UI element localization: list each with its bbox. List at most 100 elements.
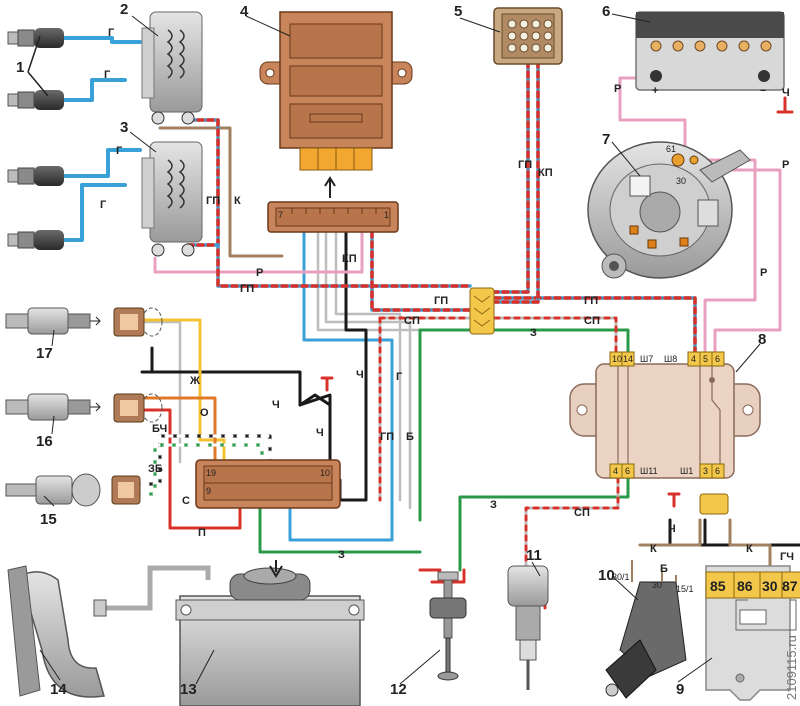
label-ignition-coil-lower: 3 [120, 119, 128, 136]
switch-unit-pins [609, 351, 725, 479]
switch-unit [569, 363, 761, 479]
diagnostic-connector [493, 7, 563, 65]
pin-label: 30 [676, 176, 686, 186]
generator [587, 141, 751, 279]
wire-label: Ч [782, 87, 790, 99]
wire-label: СП [404, 315, 420, 327]
wire-label: Ч [668, 523, 676, 535]
pin-label: 19 [206, 468, 216, 478]
pin-label: 61 [666, 144, 676, 154]
wire-label: З [338, 549, 345, 561]
relay [705, 565, 797, 701]
wire-label: ГП [434, 295, 448, 307]
pin-label: 6 [715, 354, 720, 364]
pin-label: 5 [703, 354, 708, 364]
pin-label: 14 [623, 354, 633, 364]
wire-label: Р [614, 83, 621, 95]
pin-label: 4 [613, 466, 618, 476]
wire-label: ГЧ [780, 551, 794, 563]
wire-label: БЧ [152, 423, 167, 435]
carburetor [175, 560, 365, 706]
wire-labels: Г Г Г Г ГП К Р ГП КП ГП КП Р Ч Р Р ГП ГП… [100, 27, 794, 575]
relay-terminal-30: 30 [762, 578, 778, 594]
watermark: 2109115.ru [784, 635, 799, 700]
wire-label: КП [538, 167, 553, 179]
wire-label: Г [116, 145, 123, 157]
limit-switch [429, 571, 467, 681]
wires [60, 36, 800, 610]
pin-label: 4 [691, 354, 696, 364]
label-sensor-16: 16 [36, 433, 53, 450]
connector-label: Ш1 [680, 466, 693, 476]
ignition-switch [605, 560, 687, 699]
wire-label: Б [660, 563, 668, 575]
green-wires [258, 328, 630, 572]
label-ignition-coil-upper: 2 [120, 1, 128, 18]
label-spark-plugs: 1 [16, 59, 24, 76]
relay-terminal-85: 85 [710, 578, 726, 594]
switch-terminal: 30 [652, 580, 662, 590]
battery [635, 11, 785, 91]
pin-label: 9 [206, 486, 211, 496]
wire-label: К [234, 195, 241, 207]
wire-label: П [198, 527, 206, 539]
connector-label: Ш7 [640, 354, 653, 364]
connector-label: Ш8 [664, 354, 677, 364]
label-sensor-15: 15 [40, 511, 57, 528]
wire-label: ЗБ [148, 463, 163, 475]
pin-labels: 7 1 19 10 9 10 14 Ш7 Ш8 4 5 6 4 6 Ш11 Ш1… [206, 85, 798, 594]
wire-label: Г [396, 371, 403, 383]
battery-minus: − [760, 85, 766, 97]
label-generator: 7 [602, 131, 610, 148]
intake-pipe [7, 565, 211, 698]
label-ignition-switch: 10 [598, 567, 615, 584]
pin-label: 1 [384, 210, 389, 220]
wire-label: ГП [584, 295, 598, 307]
spark-plug [7, 230, 64, 250]
sensor-17 [5, 307, 145, 337]
switch-terminal: 30/1 [612, 572, 630, 582]
label-ecu: 4 [240, 3, 249, 20]
label-carburetor: 13 [180, 681, 197, 698]
wire-label: Ч [316, 427, 324, 439]
fuel-cutoff-solenoid [507, 565, 549, 690]
wire-label: Б [406, 431, 414, 443]
wire-label: С [182, 495, 190, 507]
label-sensor-17: 17 [36, 345, 53, 362]
wire-label: Ж [189, 375, 200, 387]
red-wires [140, 408, 466, 584]
wire-label: ГП [240, 283, 254, 295]
pin-label: 3 [703, 466, 708, 476]
wire-label: К [746, 543, 753, 555]
wire-label: Р [256, 267, 263, 279]
pin-label: 10 [612, 354, 622, 364]
ecu-harness-connector [267, 201, 399, 233]
switch-terminal: 15/1 [676, 584, 694, 594]
spark-plug [7, 90, 64, 110]
relay-terminal-87: 87 [782, 578, 798, 594]
gp-harness [186, 60, 697, 354]
ecu-controller [259, 11, 413, 198]
wire-blue [288, 230, 394, 542]
wire-label: СП [574, 507, 590, 519]
relay-connector [699, 493, 729, 515]
wire-label: Ч [272, 399, 280, 411]
spark-plugs [7, 28, 64, 250]
sensor-16 [5, 393, 145, 423]
dashed-wires [140, 434, 272, 496]
relay-terminal-86: 86 [737, 578, 753, 594]
relay-terminals [705, 571, 800, 599]
wire-label: Р [760, 267, 767, 279]
label-battery: 6 [602, 3, 610, 20]
ignition-coil-lower [141, 141, 203, 257]
component-numbers: 1 2 3 4 5 6 7 8 9 10 11 12 13 14 15 16 1… [16, 1, 766, 698]
wire-label: Р [782, 159, 789, 171]
ignition-coil-upper [141, 11, 203, 125]
wire-label: ГП [206, 195, 220, 207]
harness-junction [469, 287, 495, 335]
wire-label: Г [104, 69, 111, 81]
connector-label: Ш11 [640, 466, 658, 476]
label-relay: 9 [676, 681, 684, 698]
wire-label: СП [584, 315, 600, 327]
brown-wires [158, 126, 772, 572]
